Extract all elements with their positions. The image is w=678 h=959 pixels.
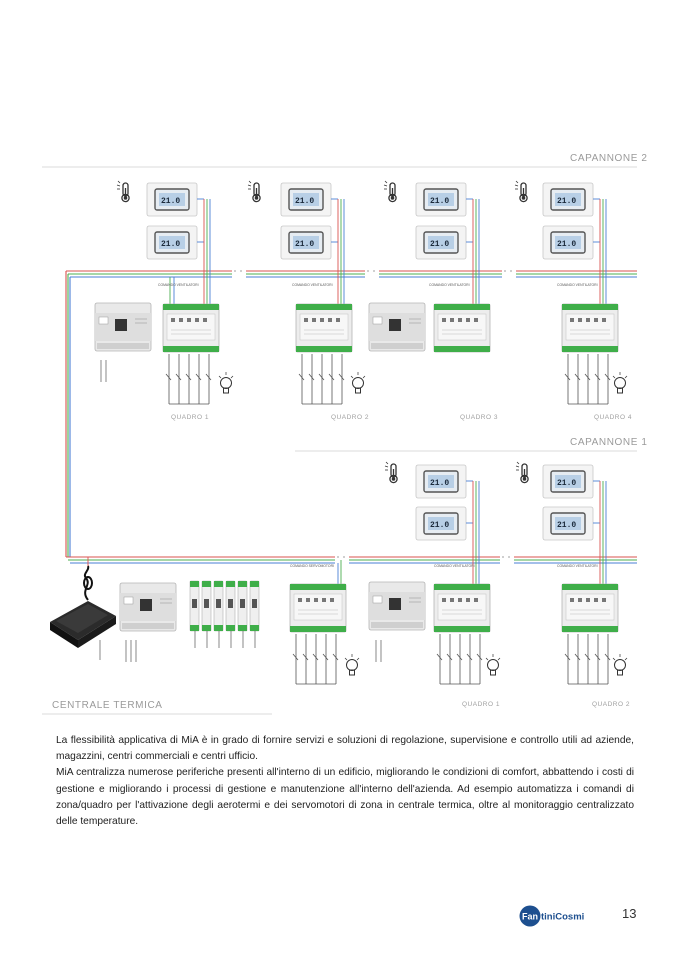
module-caption: COMANDO SERVOMOTORI <box>290 564 334 568</box>
module-caption: COMANDO VENTILATORI <box>158 283 199 287</box>
thermostat-reading: 21.0 <box>557 521 576 530</box>
bus-capannone1 <box>66 556 637 564</box>
cap2-zone-1 <box>94 180 234 405</box>
module-caption: COMANDO VENTILATORI <box>429 283 470 287</box>
cap2-zone-4 <box>514 180 628 405</box>
bus-capannone2 <box>65 270 637 557</box>
page-number: 13 <box>622 906 637 921</box>
section-centrale-termica: CENTRALE TERMICA <box>52 700 163 711</box>
thermostat-reading: 21.0 <box>557 197 576 206</box>
quadro-label-cap2-4: QUADRO 4 <box>594 414 632 421</box>
quadro-label-cap2-1: QUADRO 1 <box>171 414 209 421</box>
module-caption: COMANDO VENTILATORI <box>557 283 598 287</box>
centrale-termica <box>50 557 360 685</box>
quadro-label-cap2-2: QUADRO 2 <box>331 414 369 421</box>
thermostat-reading: 21.0 <box>295 240 314 249</box>
quadro-label-cap1-2: QUADRO 2 <box>592 701 630 708</box>
module-caption: COMANDO VENTILATORI <box>557 564 598 568</box>
section-capannone-1: CAPANNONE 1 <box>570 437 648 448</box>
fantinicosmi-logo: Fan tiniCosmi <box>519 904 599 928</box>
cap1-zone-2 <box>515 461 628 685</box>
svg-text:Fan: Fan <box>522 912 538 922</box>
thermostat-reading: 21.0 <box>161 197 180 206</box>
cap1-zone-1 <box>368 461 501 685</box>
thermostat-reading: 21.0 <box>557 479 576 488</box>
thermostat-reading: 21.0 <box>295 197 314 206</box>
thermostat-reading: 21.0 <box>557 240 576 249</box>
cap2-zone-3 <box>368 180 491 353</box>
svg-text:tiniCosmi: tiniCosmi <box>541 912 584 923</box>
module-caption: COMANDO VENTILATORI <box>434 564 475 568</box>
paragraph-2: MiA centralizza numerose periferiche pre… <box>56 767 634 828</box>
description-text: La flessibilità applicativa di MiA è in … <box>56 733 634 830</box>
thermostat-reading: 21.0 <box>161 240 180 249</box>
quadro-label-cap1-1: QUADRO 1 <box>462 701 500 708</box>
thermostat-reading: 21.0 <box>430 197 449 206</box>
quadro-label-cap2-3: QUADRO 3 <box>460 414 498 421</box>
breaker-row <box>189 580 260 632</box>
paragraph-1: La flessibilità applicativa di MiA è in … <box>56 735 634 763</box>
module-caption: COMANDO VENTILATORI <box>292 283 333 287</box>
thermostat-reading: 21.0 <box>430 479 449 488</box>
cap2-zone-2 <box>247 180 366 405</box>
router-device <box>50 565 116 648</box>
thermostat-reading: 21.0 <box>430 240 449 249</box>
thermostat-reading: 21.0 <box>430 521 449 530</box>
system-diagram: COMANDO VENTILATORI COMANDO VENTILATORI … <box>42 166 637 715</box>
section-capannone-2: CAPANNONE 2 <box>570 153 648 164</box>
